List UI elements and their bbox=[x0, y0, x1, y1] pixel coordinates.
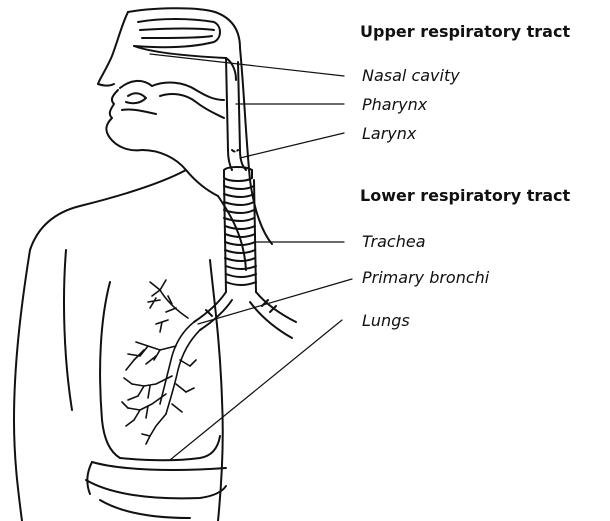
bronchi-shape bbox=[194, 292, 296, 338]
nasal-cavity-shape bbox=[134, 19, 236, 80]
larynx-shape bbox=[224, 167, 252, 181]
leader-line-nasal-cavity bbox=[150, 54, 344, 76]
lower-respiratory-tract-heading: Lower respiratory tract bbox=[360, 186, 570, 205]
leader-line-lungs bbox=[170, 320, 342, 460]
upper-respiratory-tract-heading: Upper respiratory tract bbox=[360, 22, 570, 41]
larynx-label: Larynx bbox=[362, 124, 416, 143]
nasal-cavity-label: Nasal cavity bbox=[362, 66, 460, 85]
leader-line-primary-bronchi bbox=[198, 279, 352, 324]
pharynx-label: Pharynx bbox=[362, 95, 427, 114]
head-outline bbox=[98, 8, 272, 244]
leader-line-larynx bbox=[240, 133, 344, 158]
oral-cavity-shape bbox=[120, 81, 224, 118]
primary-bronchi-label: Primary bronchi bbox=[362, 268, 489, 287]
trachea-label: Trachea bbox=[362, 232, 426, 251]
leader-lines bbox=[150, 54, 352, 460]
bronchial-tree bbox=[122, 280, 200, 444]
lungs-region bbox=[86, 282, 226, 518]
lungs-label: Lungs bbox=[362, 311, 410, 330]
